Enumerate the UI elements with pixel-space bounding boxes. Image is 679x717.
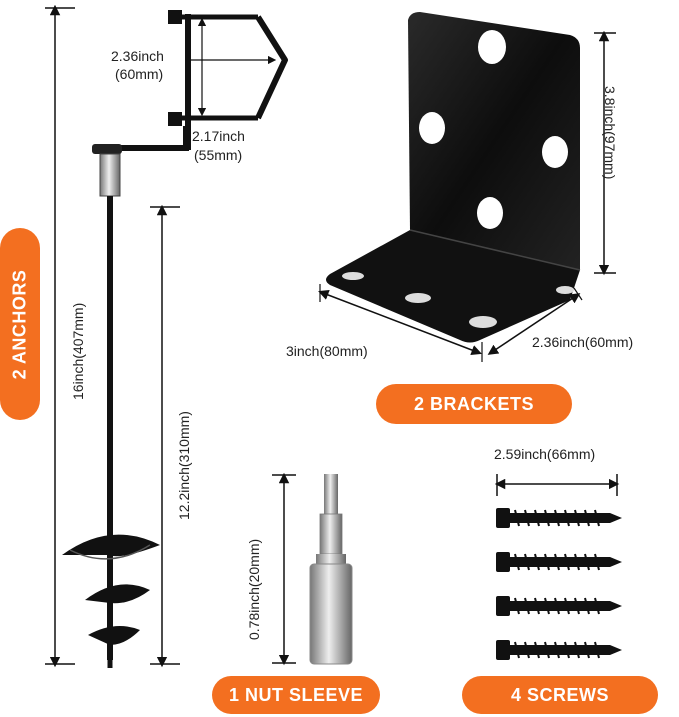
nut-sleeve-illustration: [309, 474, 353, 665]
sleeve-length-label: 0.78inch(20mm): [246, 538, 262, 640]
anchors-badge: 2 ANCHORS: [0, 228, 40, 420]
anchor-total-length-label: 16inch(407mm): [70, 302, 86, 400]
clamp-height-mm-label: (55mm): [194, 147, 243, 163]
clamp-height-label: 2.17inch: [192, 128, 245, 144]
bracket-height-label: 3.8inch(97mm): [602, 86, 618, 180]
bracket-width-label: 3inch(80mm): [286, 343, 368, 359]
bracket-illustration: [326, 12, 581, 343]
bracket-depth-label: 2.36inch(60mm): [532, 334, 634, 350]
brackets-badge: 2 BRACKETS: [376, 384, 572, 424]
clamp-width-label: 2.36inch: [111, 48, 164, 64]
screw-length-label: 2.59inch(66mm): [494, 446, 596, 462]
screws-badge: 4 SCREWS: [462, 676, 658, 714]
screws-illustration: [496, 508, 622, 660]
clamp-width-mm-label: (60mm): [115, 66, 164, 82]
anchor-auger-length-label: 12.2inch(310mm): [176, 411, 192, 520]
anchor-illustration: [62, 10, 288, 668]
nut-sleeve-badge: 1 NUT SLEEVE: [212, 676, 380, 714]
anchors-badge-text: 2 ANCHORS: [9, 269, 30, 379]
